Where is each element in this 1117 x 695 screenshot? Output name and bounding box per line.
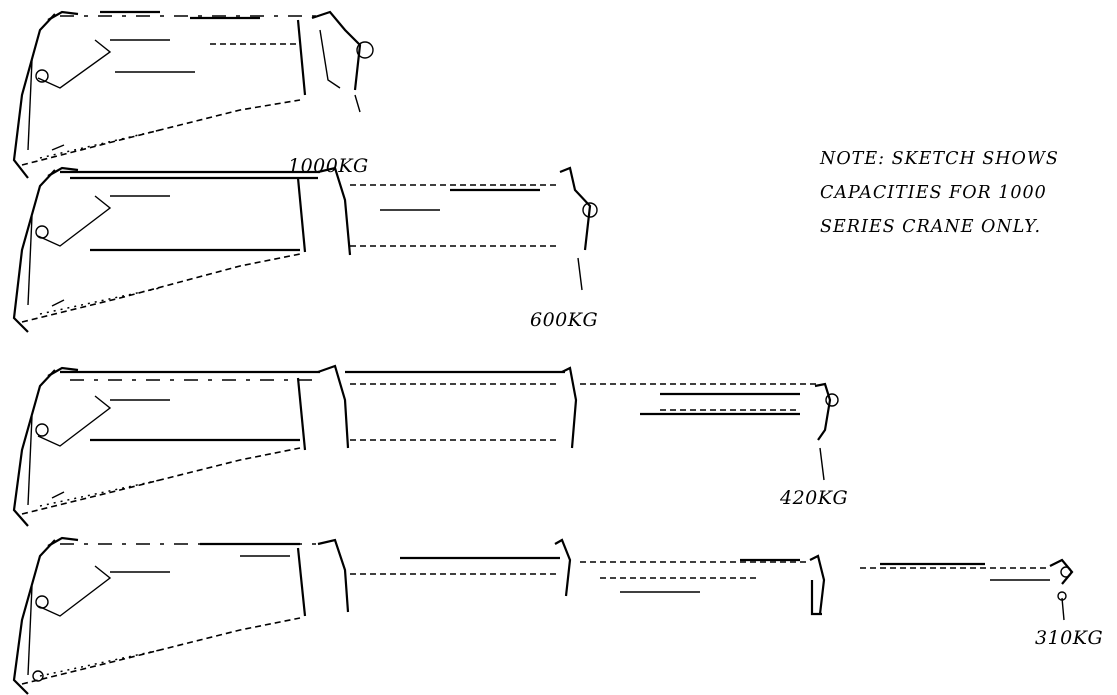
boom-extension-1 — [317, 166, 560, 256]
capacity-label-600kg: 600KG — [530, 309, 598, 331]
boom-head — [559, 166, 598, 291]
crane-base — [12, 10, 301, 179]
boom-extension-1 — [317, 364, 578, 449]
crane-config-1000kg: 1000KG — [12, 10, 374, 179]
crane-config-420kg: 420KG — [12, 364, 848, 527]
capacity-label-310kg: 310KG — [1035, 627, 1103, 649]
boom-head — [814, 382, 839, 481]
boom-main — [60, 170, 320, 253]
boom-extension-2 — [580, 383, 820, 416]
boom-main — [60, 542, 320, 617]
crane-base — [12, 536, 301, 695]
capacity-label-1000kg: 1000KG — [288, 155, 369, 177]
crane-config-310kg: 310KG — [12, 536, 1103, 695]
boom-extension-3 — [860, 562, 1050, 581]
crane-config-600kg: 600KG — [12, 166, 598, 333]
sketch-note: NOTE: SKETCH SHOWS CAPACITIES FOR 1000 S… — [819, 149, 1059, 237]
crane-base — [12, 166, 301, 333]
note-line-2: CAPACITIES FOR 1000 — [820, 183, 1047, 203]
note-line-3: SERIES CRANE ONLY. — [820, 217, 1041, 237]
boom-extension-1 — [317, 538, 572, 613]
capacity-label-420kg: 420KG — [779, 487, 848, 509]
boom-head — [1049, 558, 1074, 621]
crane-base — [12, 366, 301, 527]
note-line-1: NOTE: SKETCH SHOWS — [819, 149, 1059, 169]
boom-extension-2 — [580, 554, 826, 616]
boom-main — [60, 370, 320, 451]
boom-head — [311, 10, 374, 113]
boom-main — [60, 10, 320, 96]
